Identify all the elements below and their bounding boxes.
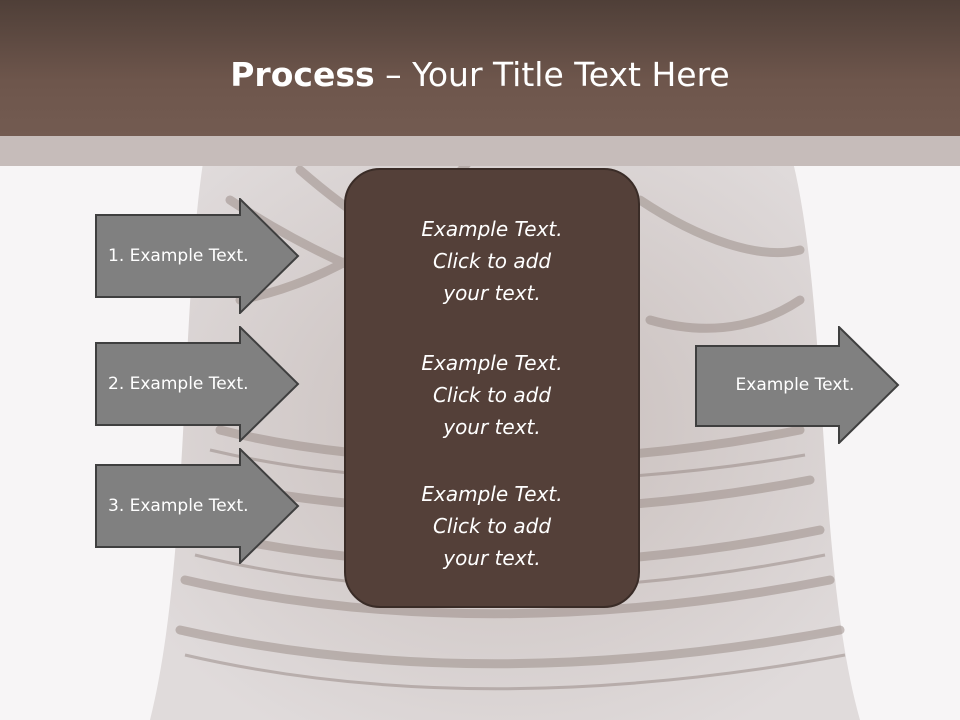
title-bold-text: Process [230,55,375,94]
center-line: your text. [443,281,541,305]
result-arrow-label: Example Text. [735,375,855,395]
arrow-shape-2[interactable]: 2. Example Text. [95,326,300,442]
center-text-block-2: Example Text. Click to add your text. [344,347,640,443]
slide-title[interactable]: Process – Your Title Text Here [0,50,960,100]
arrow-shape-1[interactable]: 1. Example Text. [95,198,300,314]
center-line: Click to add [432,249,552,273]
title-rest-text: – Your Title Text Here [374,55,730,94]
center-text-block-1: Example Text. Click to add your text. [344,213,640,309]
right-arrow-icon [695,326,900,444]
center-text-box[interactable] [344,168,640,608]
title-bar-band [0,136,960,166]
center-line: Click to add [432,514,552,538]
title-bar [0,0,960,136]
center-line: Example Text. [421,217,563,241]
center-line: Example Text. [421,482,563,506]
arrow-label-2: 2. Example Text. [108,374,249,394]
center-line: Click to add [432,383,552,407]
center-text-block-3: Example Text. Click to add your text. [344,478,640,574]
right-arrow-icon [95,198,300,314]
right-arrow-icon [95,326,300,442]
center-line: Example Text. [421,351,563,375]
arrow-shape-3[interactable]: 3. Example Text. [95,448,300,564]
right-arrow-icon [95,448,300,564]
arrow-label-3: 3. Example Text. [108,496,249,516]
result-arrow-shape[interactable]: Example Text. [695,326,900,444]
center-line: your text. [443,415,541,439]
arrow-label-1: 1. Example Text. [108,246,249,266]
center-line: your text. [443,546,541,570]
